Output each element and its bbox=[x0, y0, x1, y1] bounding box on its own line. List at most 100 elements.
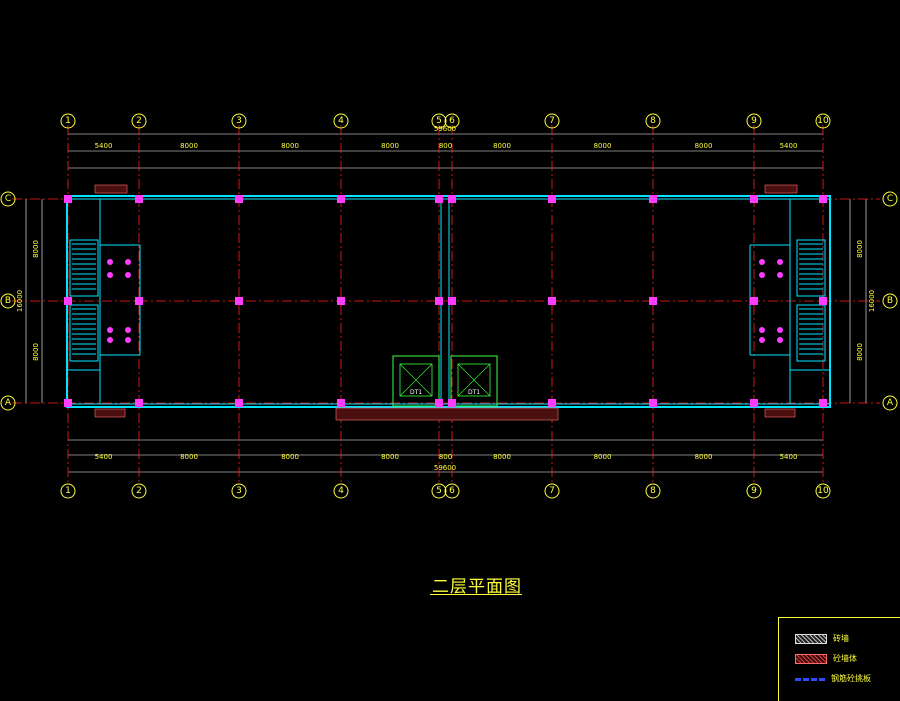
axis-bubble-label: 3 bbox=[236, 116, 242, 126]
axis-bubble bbox=[882, 395, 898, 411]
axis-bubble-label: C bbox=[5, 194, 11, 204]
axis-bubble-label: 7 bbox=[549, 486, 555, 496]
axis-bubble bbox=[231, 483, 247, 499]
elevator-shafts bbox=[392, 355, 498, 407]
row-dim-right-2: 8000 bbox=[856, 343, 864, 361]
axis-bubble bbox=[431, 113, 447, 129]
column bbox=[64, 297, 72, 305]
axis-bubble-label: 1 bbox=[65, 486, 71, 496]
axis-bubble-label: 8 bbox=[650, 116, 656, 126]
row-dim-left-1: 8000 bbox=[32, 240, 40, 258]
column bbox=[337, 399, 345, 407]
column bbox=[548, 297, 556, 305]
column bbox=[649, 297, 657, 305]
legend-row-slab: 钢筋砼挑板 bbox=[795, 673, 871, 684]
row-dim-right-1: 8000 bbox=[856, 240, 864, 258]
axis-bubble-label: 4 bbox=[338, 486, 344, 496]
axis-bubble-label: 9 bbox=[751, 486, 757, 496]
bay-dimension: 8000 bbox=[281, 453, 299, 461]
overall-length-top: 59600 bbox=[434, 125, 456, 133]
column bbox=[64, 195, 72, 203]
legend: 砖墙 砼墙体 钢筋砼挑板 bbox=[778, 617, 900, 701]
axis-bubble bbox=[444, 113, 460, 129]
column bbox=[448, 195, 456, 203]
axis-bubble bbox=[444, 483, 460, 499]
column bbox=[649, 399, 657, 407]
bay-dimension: 800 bbox=[439, 453, 452, 461]
axis-bubble-label: 2 bbox=[136, 486, 142, 496]
bay-dimension: 5400 bbox=[780, 453, 798, 461]
drawing-title: 二层平面图 bbox=[432, 577, 522, 597]
elevator-label-left: DT1 bbox=[410, 389, 422, 396]
axis-bubble bbox=[231, 113, 247, 129]
axis-bubble-label: C bbox=[887, 194, 893, 204]
axis-bubble-label: 5 bbox=[436, 116, 442, 126]
row-dim-left-2: 8000 bbox=[32, 343, 40, 361]
column bbox=[750, 399, 758, 407]
overall-depth-left: 16000 bbox=[16, 290, 24, 312]
axis-bubble-label: 7 bbox=[549, 116, 555, 126]
bay-dimension: 8000 bbox=[695, 453, 713, 461]
legend-row-concrete: 砼墙体 bbox=[795, 653, 857, 664]
overall-length-bottom: 59600 bbox=[434, 464, 456, 472]
column bbox=[435, 399, 443, 407]
axis-bubble bbox=[882, 293, 898, 309]
column bbox=[435, 195, 443, 203]
column bbox=[750, 297, 758, 305]
structural-columns bbox=[64, 195, 827, 407]
axis-bubble bbox=[0, 293, 16, 309]
toilet-fixtures bbox=[107, 259, 783, 343]
column bbox=[435, 297, 443, 305]
axis-bubble bbox=[60, 483, 76, 499]
column bbox=[135, 399, 143, 407]
axis-bubble bbox=[544, 483, 560, 499]
axis-bubble bbox=[645, 483, 661, 499]
elevator-label-right: DT1 bbox=[468, 389, 480, 396]
bay-dimension: 800 bbox=[439, 142, 452, 150]
column bbox=[649, 195, 657, 203]
axis-bubble-label: 6 bbox=[449, 116, 455, 126]
bay-dimension: 8000 bbox=[594, 142, 612, 150]
hatched-wall-strips bbox=[94, 184, 798, 421]
axis-bubble bbox=[431, 483, 447, 499]
legend-label-slab: 钢筋砼挑板 bbox=[831, 674, 871, 683]
axis-bubble bbox=[131, 483, 147, 499]
bay-dimension: 8000 bbox=[594, 453, 612, 461]
axis-bubble-label: 10 bbox=[817, 116, 829, 126]
axis-bubble-label: 1 bbox=[65, 116, 71, 126]
axis-bubble bbox=[131, 113, 147, 129]
axis-bubble bbox=[746, 113, 762, 129]
column bbox=[235, 195, 243, 203]
column bbox=[235, 399, 243, 407]
axis-bubble bbox=[333, 113, 349, 129]
legend-label-concrete: 砼墙体 bbox=[833, 654, 857, 663]
column bbox=[548, 399, 556, 407]
axis-bubble bbox=[815, 113, 831, 129]
axis-bubble bbox=[333, 483, 349, 499]
axis-bubble-label: 5 bbox=[436, 486, 442, 496]
column bbox=[64, 399, 72, 407]
bay-dimension: 5400 bbox=[95, 453, 113, 461]
bay-dimension: 8000 bbox=[381, 453, 399, 461]
axis-bubble-label: A bbox=[887, 398, 894, 408]
slab-swatch bbox=[795, 678, 825, 681]
bay-dimension: 8000 bbox=[281, 142, 299, 150]
column bbox=[448, 297, 456, 305]
top-dimension-lines bbox=[68, 133, 823, 169]
axis-bubble bbox=[0, 395, 16, 411]
bay-dimension: 8000 bbox=[381, 142, 399, 150]
left-stairs bbox=[69, 239, 99, 362]
column bbox=[135, 195, 143, 203]
bay-dimension: 8000 bbox=[493, 142, 511, 150]
title-underline bbox=[430, 594, 522, 595]
bay-dimension: 8000 bbox=[180, 142, 198, 150]
axis-bubble bbox=[60, 113, 76, 129]
column bbox=[548, 195, 556, 203]
axis-bubble-label: A bbox=[5, 398, 12, 408]
column bbox=[337, 297, 345, 305]
axis-bubble-label: 10 bbox=[817, 486, 829, 496]
bay-dimension: 8000 bbox=[180, 453, 198, 461]
